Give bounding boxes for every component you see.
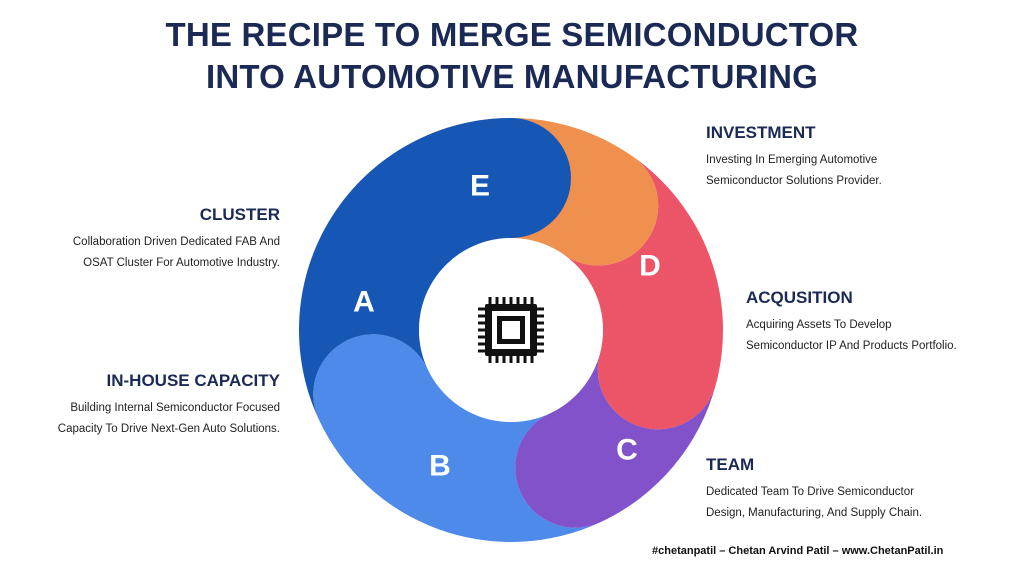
inhouse-capacity-block: IN-HOUSE CAPACITY Building Internal Semi… (58, 370, 280, 440)
cluster-block: CLUSTER Collaboration Driven Dedicated F… (73, 204, 280, 274)
team-description: Dedicated Team To Drive Semiconductor De… (706, 482, 922, 524)
investment-heading: INVESTMENT (706, 123, 816, 142)
team-heading: TEAM (706, 455, 755, 474)
ring-segment-c (515, 353, 716, 528)
cluster-desc-line-1: Collaboration Driven Dedicated FAB And (72, 236, 280, 248)
investment-desc-line-1: Investing In Emerging Automotive (706, 154, 878, 166)
investment-description: Investing In Emerging Automotive Semicon… (706, 150, 882, 192)
inhouse-capacity-heading: IN-HOUSE CAPACITY (106, 371, 280, 390)
acquisition-desc-line-1: Acquiring Assets To Develop (746, 319, 892, 331)
ring-segment-a (299, 117, 571, 420)
footer-credit: #chetanpatil – Chetan Arvind Patil – www… (652, 545, 944, 557)
investment-block: INVESTMENT Investing In Emerging Automot… (706, 122, 882, 192)
inhouse-capacity-description: Building Internal Semiconductor Focused … (58, 398, 280, 440)
acquisition-description: Acquiring Assets To Develop Semiconducto… (746, 315, 957, 357)
title-line-1: THE RECIPE TO MERGE SEMICONDUCTOR (165, 16, 859, 53)
acquisition-desc-line-2: Semiconductor IP And Products Portfolio. (746, 340, 957, 352)
cluster-heading: CLUSTER (199, 205, 280, 224)
segment-letter-e: E (470, 170, 490, 203)
inhouse-desc-line-1: Building Internal Semiconductor Focused (70, 402, 280, 414)
segment-letter-a: A (353, 286, 375, 319)
title-line-2: INTO AUTOMOTIVE MANUFACTURING (205, 58, 818, 95)
cluster-description: Collaboration Driven Dedicated FAB And O… (73, 232, 280, 274)
team-desc-line-2: Design, Manufacturing, And Supply Chain. (706, 507, 923, 519)
ring-segment-b (313, 334, 601, 543)
ring-segment-d (563, 156, 723, 430)
cluster-desc-line-2: OSAT Cluster For Automotive Industry. (83, 257, 280, 269)
inhouse-desc-line-2: Capacity To Drive Next-Gen Auto Solution… (57, 423, 280, 435)
acquisition-block: ACQUSITION Acquiring Assets To Develop S… (746, 287, 957, 357)
team-desc-line-1: Dedicated Team To Drive Semiconductor (706, 486, 914, 498)
team-block: TEAM Dedicated Team To Drive Semiconduct… (706, 454, 922, 524)
segment-letter-b: B (429, 450, 451, 483)
acquisition-heading: ACQUSITION (746, 288, 853, 307)
segment-letter-c: C (616, 434, 638, 467)
investment-desc-line-2: Semiconductor Solutions Provider. (706, 175, 882, 187)
microchip-icon (478, 297, 544, 363)
page-title: THE RECIPE TO MERGE SEMICONDUCTOR INTO A… (0, 14, 1024, 98)
segment-letter-d: D (639, 250, 661, 283)
